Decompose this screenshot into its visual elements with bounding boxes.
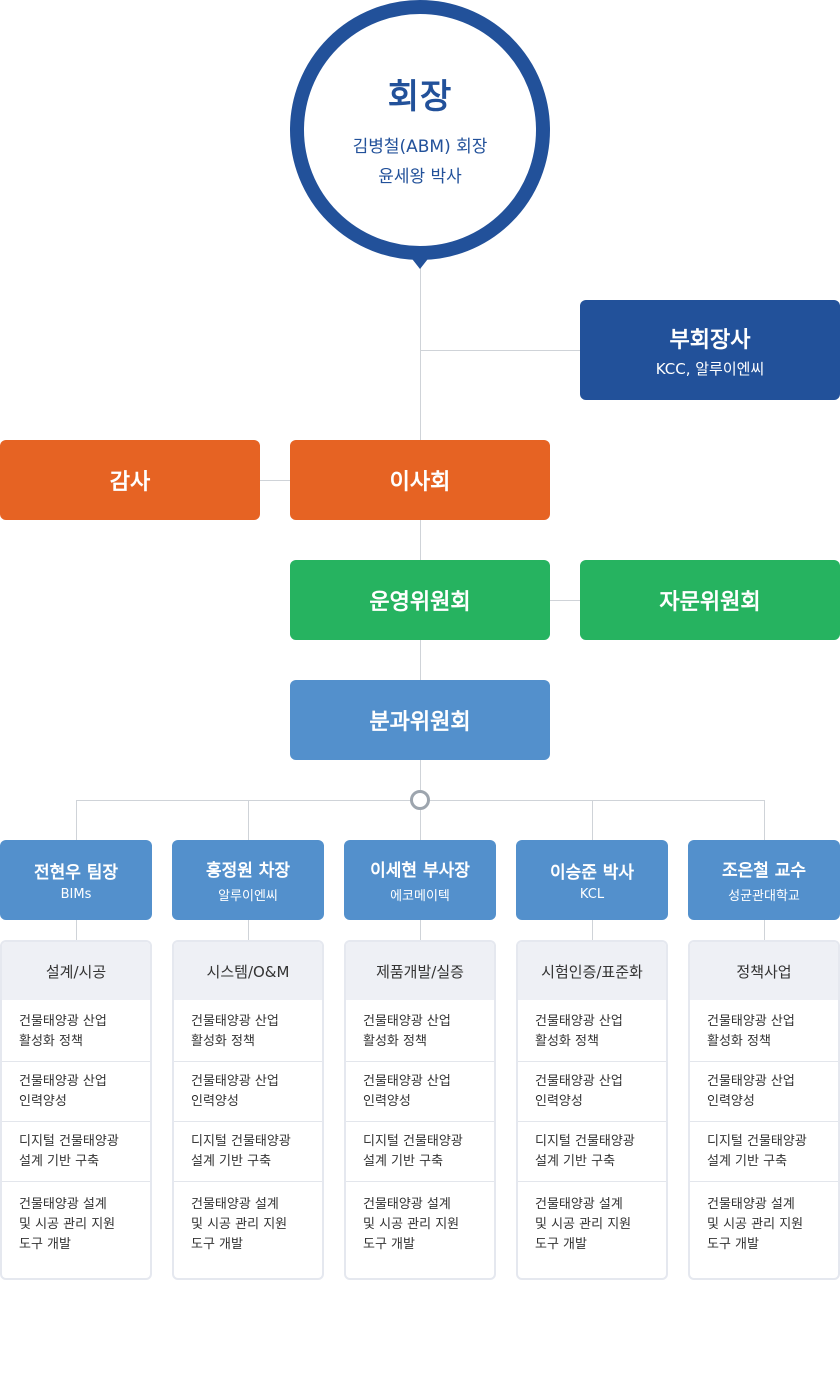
connector-card-5 — [764, 920, 765, 940]
audit-title: 감사 — [109, 470, 151, 495]
list-item: 건물태양광 설계 및 시공 관리 지원 도구 개발 — [363, 1197, 460, 1252]
audit-box: 감사 — [0, 440, 260, 520]
area-title: 설계/시공 — [2, 942, 150, 1000]
member-org: 알루이엔씨 — [218, 889, 278, 904]
connector-drop-2 — [248, 800, 249, 840]
list-item: 디지털 건물태양광 설계 기반 구축 — [174, 1122, 322, 1182]
connector-vice-chair — [420, 350, 580, 351]
member-org: 에코메이텍 — [390, 889, 450, 904]
list-item: 건물태양광 산업 활성화 정책 — [690, 1002, 838, 1062]
list-item: 디지털 건물태양광 설계 기반 구축 — [346, 1122, 494, 1182]
list-item: 건물태양광 산업 인력양성 — [518, 1062, 666, 1122]
area-title: 제품개발/실증 — [346, 942, 494, 1000]
connector-card-4 — [592, 920, 593, 940]
member-box-4: 이승준 박사 KCL — [516, 840, 668, 920]
chairman-title: 회장 — [387, 76, 453, 117]
list-item: 건물태양광 설계 및 시공 관리 지원 도구 개발 — [535, 1197, 632, 1252]
operating-committee-title: 운영위원회 — [369, 590, 471, 615]
list-item: 건물태양광 산업 활성화 정책 — [346, 1002, 494, 1062]
vice-chair-box: 부회장사 KCC, 알루이엔씨 — [580, 300, 840, 400]
connector-card-1 — [76, 920, 77, 940]
area-card-5: 정책사업 건물태양광 산업 활성화 정책 건물태양광 산업 인력양성 디지털 건… — [688, 940, 840, 1280]
connector-main — [420, 268, 421, 790]
member-box-1: 전현우 팀장 BIMs — [0, 840, 152, 920]
member-org: BIMs — [60, 887, 92, 902]
member-name: 전현우 팀장 — [33, 863, 119, 883]
list-item: 건물태양광 설계 및 시공 관리 지원 도구 개발 — [19, 1197, 116, 1252]
member-name: 조은철 교수 — [721, 861, 807, 881]
member-name: 이승준 박사 — [549, 863, 635, 883]
connector-drop-1 — [76, 800, 77, 840]
connector-audit — [260, 480, 290, 481]
area-title: 시스템/O&M — [174, 942, 322, 1000]
area-title: 시험인증/표준화 — [518, 942, 666, 1000]
chairman-name-2: 윤세왕 박사 — [378, 166, 462, 187]
connector-drop-3 — [420, 806, 421, 840]
member-org: KCL — [579, 887, 605, 902]
chairman-pointer — [409, 255, 431, 269]
member-box-5: 조은철 교수 성균관대학교 — [688, 840, 840, 920]
connector-card-2 — [248, 920, 249, 940]
area-card-1: 설계/시공 건물태양광 산업 활성화 정책 건물태양광 산업 인력양성 디지털 … — [0, 940, 152, 1280]
connector-card-3 — [420, 920, 421, 940]
chairman-name-1: 김병철(ABM) 회장 — [352, 136, 488, 157]
area-card-2: 시스템/O&M 건물태양광 산업 활성화 정책 건물태양광 산업 인력양성 디지… — [172, 940, 324, 1280]
connector-drop-4 — [592, 800, 593, 840]
vice-chair-title: 부회장사 — [669, 327, 751, 353]
list-item: 건물태양광 설계 및 시공 관리 지원 도구 개발 — [707, 1197, 804, 1252]
area-title: 정책사업 — [690, 942, 838, 1000]
member-box-3: 이세현 부사장 에코메이텍 — [344, 840, 496, 920]
list-item: 디지털 건물태양광 설계 기반 구축 — [2, 1122, 150, 1182]
list-item: 디지털 건물태양광 설계 기반 구축 — [518, 1122, 666, 1182]
connector-drop-5 — [764, 800, 765, 840]
advisory-committee-title: 자문위원회 — [659, 590, 761, 615]
subcommittee-box: 분과위원회 — [290, 680, 550, 760]
subcommittee-title: 분과위원회 — [369, 710, 471, 735]
vice-chair-subtitle: KCC, 알루이엔씨 — [655, 359, 765, 378]
connector-advisory — [550, 600, 580, 601]
member-box-2: 홍정원 차장 알루이엔씨 — [172, 840, 324, 920]
list-item: 건물태양광 산업 인력양성 — [690, 1062, 838, 1122]
list-item: 디지털 건물태양광 설계 기반 구축 — [690, 1122, 838, 1182]
list-item: 건물태양광 산업 활성화 정책 — [174, 1002, 322, 1062]
list-item: 건물태양광 산업 활성화 정책 — [518, 1002, 666, 1062]
member-org: 성균관대학교 — [728, 889, 800, 904]
chairman-circle: 회장 김병철(ABM) 회장 윤세왕 박사 — [290, 0, 550, 260]
branch-node — [410, 790, 430, 810]
member-name: 이세현 부사장 — [370, 861, 470, 881]
list-item: 건물태양광 산업 활성화 정책 — [2, 1002, 150, 1062]
list-item: 건물태양광 설계 및 시공 관리 지원 도구 개발 — [191, 1197, 288, 1252]
list-item: 건물태양광 산업 인력양성 — [346, 1062, 494, 1122]
member-name: 홍정원 차장 — [205, 861, 291, 881]
advisory-committee-box: 자문위원회 — [580, 560, 840, 640]
board-box: 이사회 — [290, 440, 550, 520]
area-card-3: 제품개발/실증 건물태양광 산업 활성화 정책 건물태양광 산업 인력양성 디지… — [344, 940, 496, 1280]
area-card-4: 시험인증/표준화 건물태양광 산업 활성화 정책 건물태양광 산업 인력양성 디… — [516, 940, 668, 1280]
list-item: 건물태양광 산업 인력양성 — [2, 1062, 150, 1122]
list-item: 건물태양광 산업 인력양성 — [174, 1062, 322, 1122]
board-title: 이사회 — [389, 470, 451, 495]
operating-committee-box: 운영위원회 — [290, 560, 550, 640]
